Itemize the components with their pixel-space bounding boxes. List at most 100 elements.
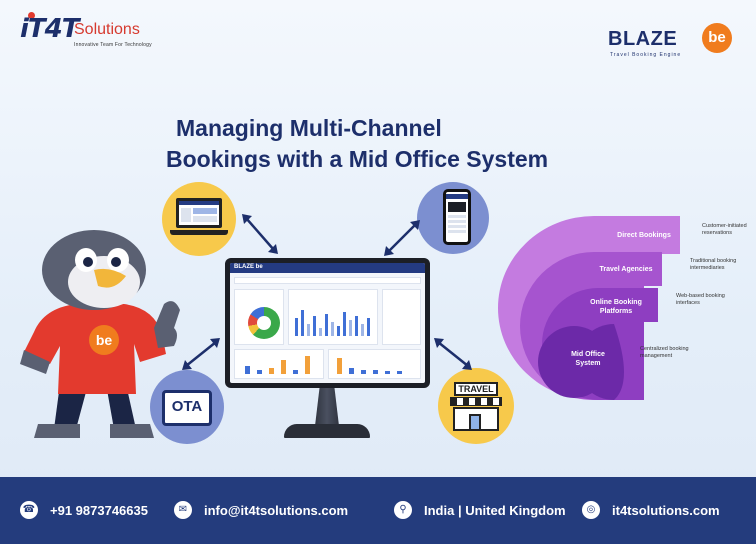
funnel-label-mid-office-system: Mid Office System	[548, 350, 628, 368]
bar	[355, 316, 358, 336]
donut-chart	[248, 307, 280, 339]
funnel-label-online-booking-platforms: Online Booking Platforms	[576, 298, 656, 316]
channel-funnel-diagram	[498, 216, 680, 400]
footer-website-text: it4tsolutions.com	[612, 502, 720, 518]
mid-office-dashboard: BLAZE be	[230, 263, 425, 383]
bird-mascot-illustration: be	[20, 230, 180, 438]
note-travel-agencies: Traditional booking intermediaries	[690, 258, 736, 272]
mail-icon: ✉	[174, 501, 192, 519]
bar	[361, 324, 364, 336]
travel-store-icon: TRAVEL	[450, 382, 502, 432]
bar	[367, 318, 370, 336]
bar	[349, 320, 352, 336]
bar	[325, 314, 328, 336]
bar	[319, 328, 322, 336]
note-line: Traditional booking	[690, 258, 737, 264]
headline-line-1: Managing Multi-Channel	[176, 115, 442, 141]
bar	[373, 370, 378, 374]
desktop-monitor: BLAZE be	[225, 258, 430, 388]
note-line: intermediaries	[690, 265, 725, 271]
bar	[307, 324, 310, 336]
travel-agency-channel-circle	[438, 368, 514, 444]
ota-label: OTA	[171, 398, 203, 415]
bar	[397, 371, 402, 374]
bottom-chart-panel-right	[328, 349, 421, 379]
monitor-stand	[315, 388, 339, 426]
note-online-booking-platforms: Web-based booking interfaces	[676, 293, 725, 307]
monitor-stand-base	[284, 424, 370, 438]
dashboard-filter-row	[234, 277, 421, 284]
blaze-name: BLAZE	[608, 28, 678, 50]
blazebe-logo[interactable]: BLAZE be Travel Booking Engine	[608, 22, 738, 58]
trend-bars	[293, 306, 375, 336]
note-line: Centralized booking	[640, 346, 689, 352]
laptop-base	[170, 230, 228, 235]
phone-screen-graphic	[446, 194, 468, 233]
footer-phone-text: +91 9873746635	[50, 502, 148, 518]
bar	[349, 368, 354, 374]
bar	[385, 371, 390, 374]
double-arrow-icon	[242, 214, 278, 254]
globe-icon: ◎	[582, 501, 600, 519]
note-line: interfaces	[676, 300, 700, 306]
bar	[337, 326, 340, 336]
headline-line-2: Bookings with a Mid Office System	[166, 146, 549, 172]
location-pin-icon: ⚲	[394, 501, 412, 519]
right-bars	[333, 354, 418, 374]
footer-location-text: India | United Kingdom	[424, 502, 566, 518]
laptop-icon	[176, 198, 222, 228]
bar	[295, 318, 298, 336]
bar	[361, 370, 366, 374]
dashboard-topbar: BLAZE be	[230, 263, 425, 273]
left-bars	[239, 354, 321, 374]
double-arrow-icon	[434, 338, 472, 370]
note-line: management	[640, 353, 673, 359]
bar	[337, 358, 342, 374]
be-badge: be	[702, 23, 732, 53]
note-line: Customer-initiated	[702, 223, 747, 229]
laptop-screen-graphic	[179, 201, 219, 222]
footer-email-text: info@it4tsolutions.com	[204, 502, 349, 518]
funnel-label-travel-agencies: Travel Agencies	[599, 266, 653, 273]
store-awning	[450, 397, 502, 406]
footer-website[interactable]: ◎ it4tsolutions.com	[582, 499, 720, 521]
bar	[269, 368, 274, 374]
it4t-tagline: Innovative Team For Technology	[74, 42, 152, 48]
bar	[281, 360, 286, 374]
bar	[313, 316, 316, 336]
travel-sign: TRAVEL	[454, 382, 498, 396]
contact-footer: ☎ +91 9873746635 ✉ info@it4tsolutions.co…	[0, 477, 756, 544]
bar	[301, 310, 304, 336]
double-arrow-icon	[384, 220, 420, 256]
footer-email[interactable]: ✉ info@it4tsolutions.com	[174, 499, 348, 521]
smartphone-icon	[443, 189, 471, 245]
funnel-label-line: Mid Office	[571, 351, 605, 358]
it4t-name: Solutions	[74, 21, 140, 38]
bar	[245, 366, 250, 374]
funnel-label-line: Platforms	[599, 308, 633, 315]
dashboard-brand: BLAZE be	[234, 264, 263, 270]
bar	[331, 322, 334, 336]
it4t-logo[interactable]: iT4T Solutions Innovative Team For Techn…	[18, 12, 158, 58]
footer-location: ⚲ India | United Kingdom	[394, 499, 566, 521]
blaze-tagline: Travel Booking Engine	[610, 52, 682, 58]
footer-phone[interactable]: ☎ +91 9873746635	[20, 499, 148, 521]
funnel-label-direct-bookings: Direct Bookings	[617, 232, 671, 239]
note-line: reservations	[702, 230, 732, 236]
bar	[305, 356, 310, 374]
bar	[257, 370, 262, 374]
double-arrow-icon	[182, 338, 220, 370]
list-panel	[382, 289, 421, 345]
bar	[293, 370, 298, 374]
funnel-label-line: Online Booking	[590, 299, 642, 306]
bar	[343, 312, 346, 336]
logo-dot	[28, 12, 35, 19]
mascot-badge-text: be	[96, 332, 113, 348]
phone-icon: ☎	[20, 501, 38, 519]
store-door	[469, 414, 481, 431]
ota-icon	[162, 390, 212, 426]
note-mid-office-system: Centralized booking management	[640, 346, 689, 360]
bookings-trend-panel	[288, 289, 378, 345]
note-direct-bookings: Customer-initiated reservations	[702, 223, 747, 237]
